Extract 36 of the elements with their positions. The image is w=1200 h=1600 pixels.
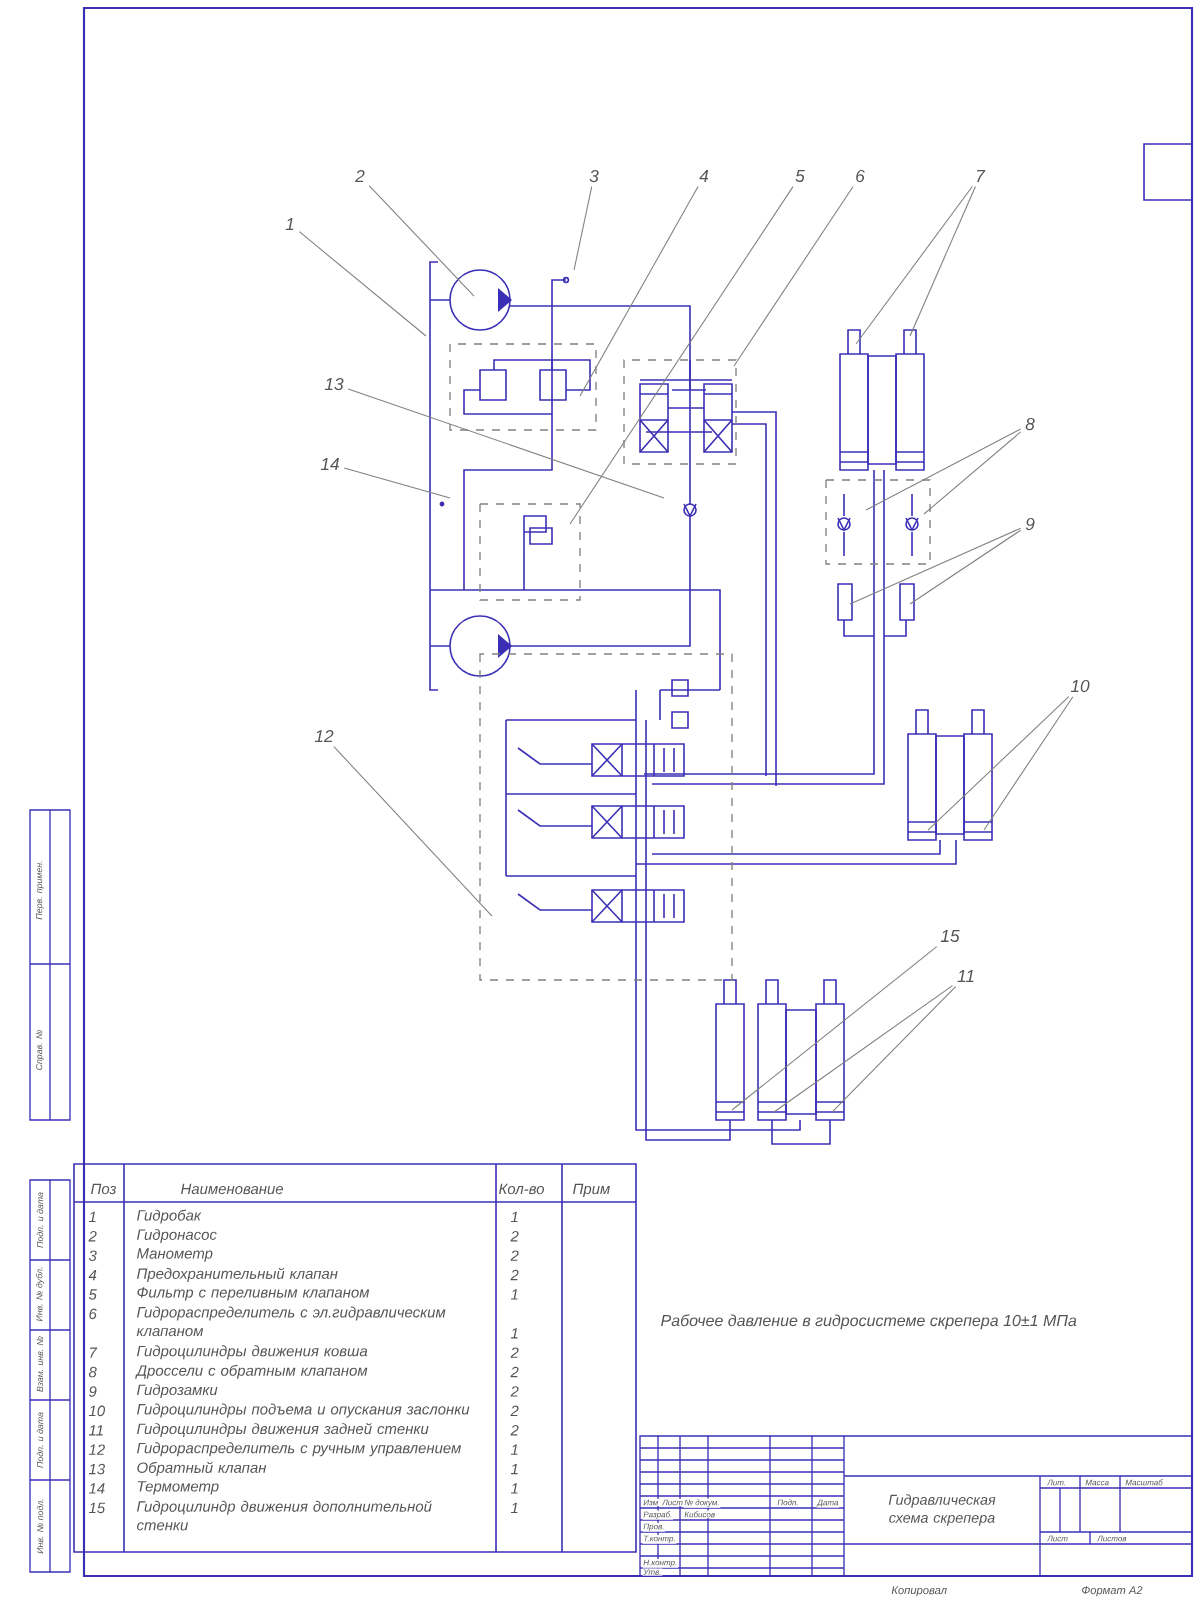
leader-line bbox=[909, 529, 1022, 605]
leader-line bbox=[347, 388, 665, 499]
leader-line bbox=[333, 746, 493, 917]
leader-line bbox=[927, 696, 1070, 831]
leader-line bbox=[733, 186, 854, 367]
note-text: Рабочее давление в гидросистеме скрепера 10±1 МПа bbox=[661, 1314, 1077, 1330]
callout-number: 1 bbox=[285, 218, 294, 230]
callout-number: 11 bbox=[957, 970, 974, 982]
leader-line bbox=[983, 696, 1074, 831]
leader-line bbox=[923, 431, 1022, 515]
leader-line bbox=[855, 185, 973, 345]
callout-number: 13 bbox=[324, 377, 344, 391]
callout-number: 3 bbox=[589, 169, 599, 183]
leader-line bbox=[569, 186, 794, 525]
callout-number: 6 bbox=[856, 169, 865, 183]
leader-line bbox=[865, 428, 1022, 511]
leader-line bbox=[731, 946, 938, 1111]
leader-line bbox=[368, 185, 475, 297]
callout-number: 2 bbox=[355, 169, 365, 183]
callout-number: 14 bbox=[320, 458, 339, 470]
leader-line bbox=[579, 185, 699, 397]
leader-line bbox=[343, 467, 451, 499]
callout-number: 10 bbox=[1070, 679, 1090, 693]
leader-line bbox=[573, 186, 593, 271]
callout-number: 15 bbox=[940, 929, 960, 943]
leader-line bbox=[849, 527, 1022, 605]
callout-number: 12 bbox=[314, 730, 334, 743]
callout-number: 7 bbox=[977, 170, 986, 182]
leader-line bbox=[773, 985, 953, 1113]
leader-line bbox=[831, 986, 957, 1113]
callout-number: 5 bbox=[795, 169, 805, 183]
leader-line bbox=[298, 231, 427, 337]
callout-number: 9 bbox=[1025, 517, 1035, 531]
leader-line bbox=[909, 185, 976, 337]
callout-number: 8 bbox=[1025, 417, 1035, 431]
callout-number: 4 bbox=[699, 170, 709, 182]
